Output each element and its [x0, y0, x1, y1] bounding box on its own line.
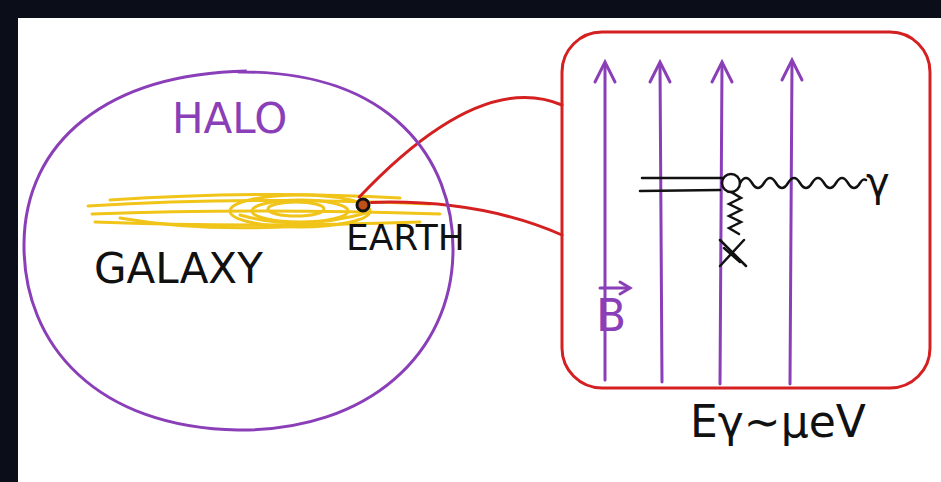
galaxy-label: GALAXY: [94, 246, 263, 292]
earth-dot-outline: [355, 197, 371, 213]
feynman-diagram: [640, 174, 866, 266]
callout-line: [359, 97, 562, 235]
zoom-box: γB: [560, 30, 932, 390]
earth-label: EARTH: [346, 218, 465, 258]
halo-label: HALO: [172, 96, 287, 142]
magnetic-field-arrows: [595, 60, 802, 384]
energy-label: Eγ∼μeV: [690, 398, 866, 446]
field-label: B: [596, 292, 626, 340]
photon-symbol: γ: [866, 160, 890, 204]
earth-dot: EARTH: [355, 197, 371, 213]
